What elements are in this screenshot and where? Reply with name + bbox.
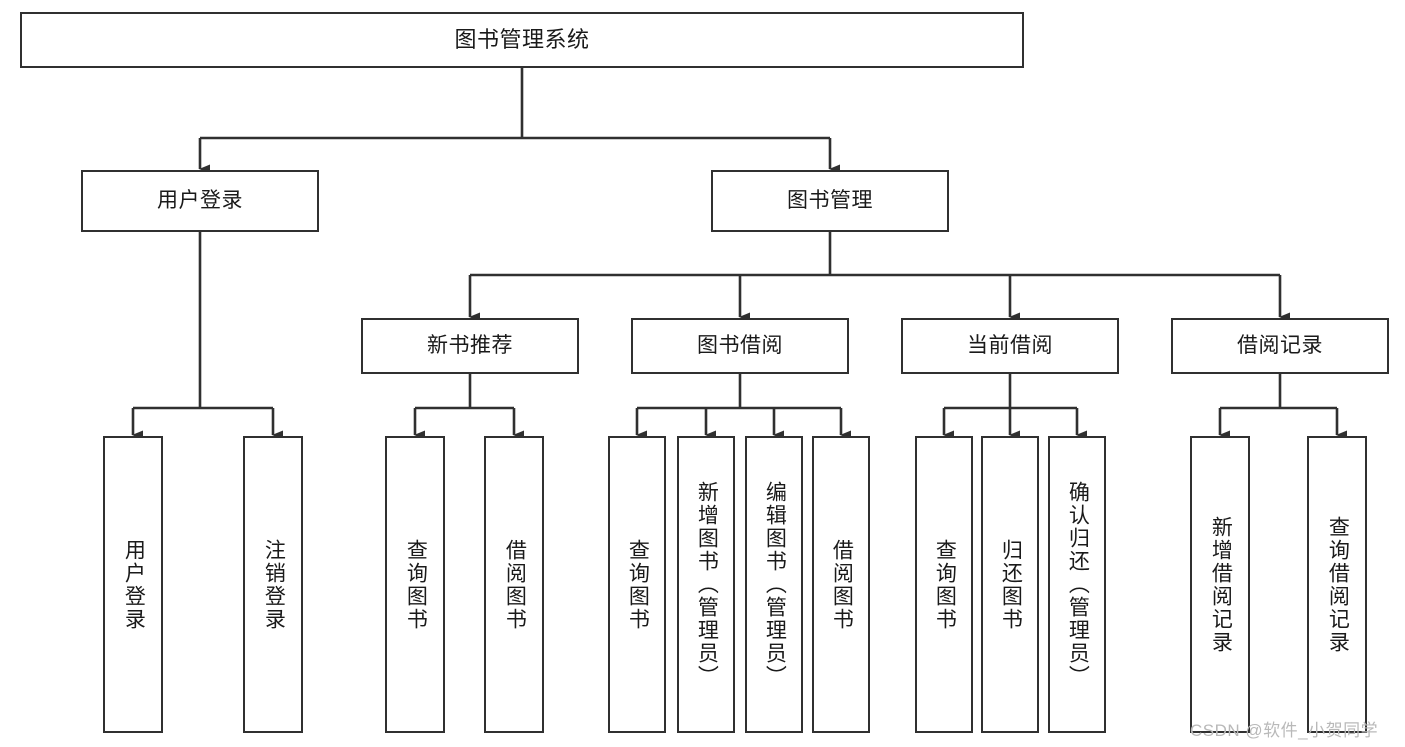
node-label: 图书管理 [787, 188, 873, 212]
node-leaf-edit-book[interactable]: 编辑图书（管理员） [745, 436, 803, 733]
node-leaf-query-record[interactable]: 查询借阅记录 [1307, 436, 1367, 733]
node-book-borrow[interactable]: 图书借阅 [631, 318, 849, 374]
node-leaf-borrow-book-1[interactable]: 借阅图书 [484, 436, 544, 733]
node-label: 用户登录 [157, 188, 243, 212]
node-label: 借阅图书 [830, 538, 854, 631]
node-leaf-return-book[interactable]: 归还图书 [981, 436, 1039, 733]
node-label: 用户登录 [122, 538, 146, 631]
node-book-manage[interactable]: 图书管理 [711, 170, 949, 232]
node-label: 注销登录 [262, 538, 286, 631]
node-new-book-rec[interactable]: 新书推荐 [361, 318, 579, 374]
node-label: 图书管理系统 [454, 27, 590, 53]
node-label: 新增借阅记录 [1209, 515, 1233, 654]
node-leaf-query-book-3[interactable]: 查询图书 [915, 436, 973, 733]
node-leaf-borrow-book-2[interactable]: 借阅图书 [812, 436, 870, 733]
node-label: 图书借阅 [697, 333, 783, 357]
node-label: 查询借阅记录 [1326, 515, 1350, 654]
node-label: 查询图书 [933, 538, 957, 631]
node-label: 编辑图书（管理员） [763, 481, 787, 688]
node-leaf-query-book-2[interactable]: 查询图书 [608, 436, 666, 733]
node-current-borrow[interactable]: 当前借阅 [901, 318, 1119, 374]
node-user-login[interactable]: 用户登录 [81, 170, 319, 232]
node-label: 查询图书 [626, 538, 650, 631]
node-leaf-logout[interactable]: 注销登录 [243, 436, 303, 733]
node-leaf-add-record[interactable]: 新增借阅记录 [1190, 436, 1250, 733]
node-leaf-add-book[interactable]: 新增图书（管理员） [677, 436, 735, 733]
node-leaf-user-login[interactable]: 用户登录 [103, 436, 163, 733]
node-borrow-record[interactable]: 借阅记录 [1171, 318, 1389, 374]
node-label: 归还图书 [999, 538, 1023, 631]
node-leaf-confirm-return[interactable]: 确认归还（管理员） [1048, 436, 1106, 733]
node-label: 新书推荐 [427, 333, 513, 357]
node-label: 新增图书（管理员） [695, 481, 719, 688]
node-root[interactable]: 图书管理系统 [20, 12, 1024, 68]
node-label: 借阅记录 [1237, 333, 1323, 357]
node-label: 查询图书 [404, 538, 428, 631]
node-label: 当前借阅 [967, 333, 1053, 357]
edge-group [131, 68, 1347, 440]
node-label: 借阅图书 [503, 538, 527, 631]
node-label: 确认归还（管理员） [1066, 481, 1090, 688]
node-leaf-query-book-1[interactable]: 查询图书 [385, 436, 445, 733]
